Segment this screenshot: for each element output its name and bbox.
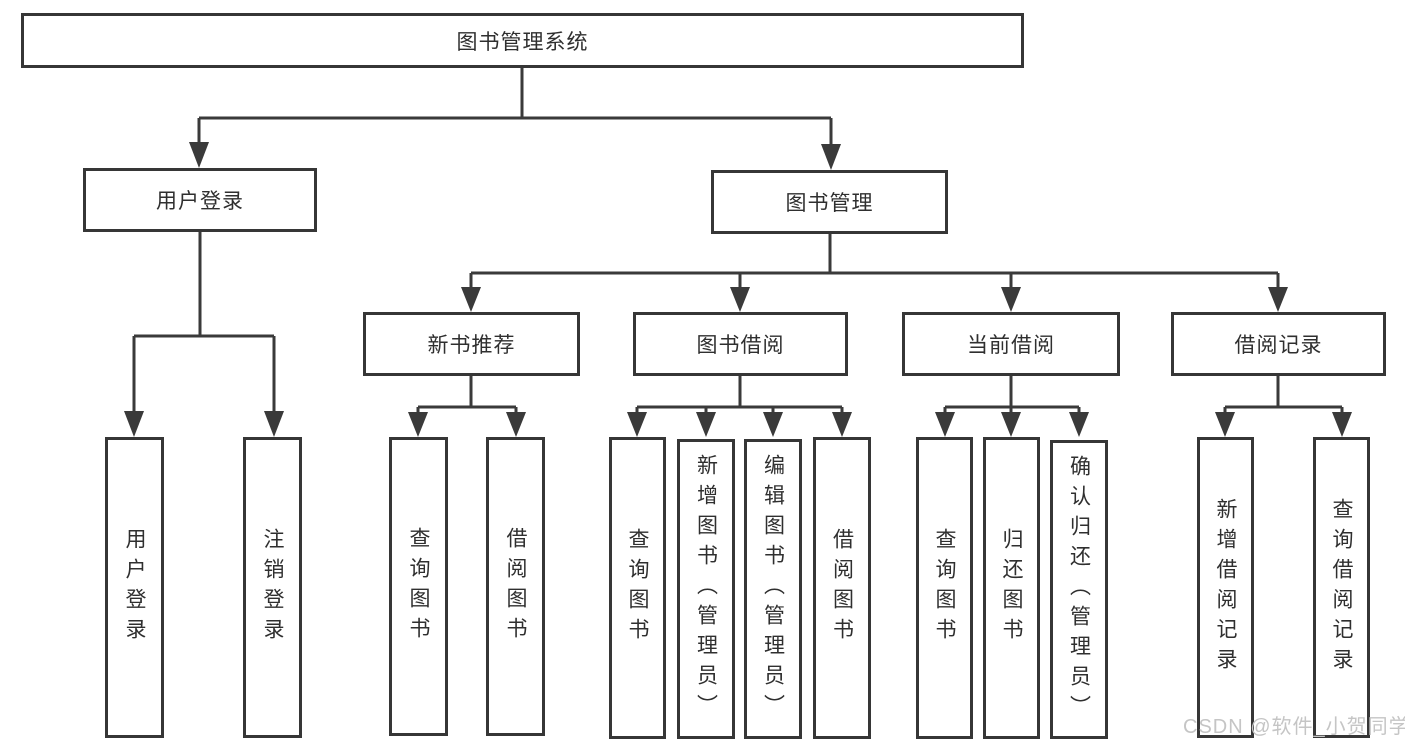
- node-label: 查询图书: [933, 528, 956, 648]
- node-label: 当前借阅: [967, 334, 1055, 357]
- node-label: 图书管理系统: [456, 30, 589, 54]
- node-add-books-admin: 新增图书（管理员）: [677, 439, 735, 739]
- node-borrow-books-recommend: 借阅图书: [486, 437, 545, 736]
- node-label: 图书借阅: [696, 334, 785, 357]
- csdn-watermark: CSDN @软件_小贺同学: [1183, 716, 1405, 738]
- node-label: 注销登录: [261, 527, 284, 648]
- node-label: 归还图书: [1000, 528, 1023, 648]
- node-label: 图书管理: [785, 192, 874, 215]
- node-borrow-books-borrowing: 借阅图书: [813, 437, 871, 739]
- node-label: 借阅记录: [1234, 334, 1323, 357]
- node-label: 借阅图书: [830, 528, 854, 648]
- node-book-management-system: 图书管理系统: [21, 13, 1024, 68]
- node-book-borrowing: 图书借阅: [633, 312, 848, 376]
- node-search-books-recommend: 查询图书: [389, 437, 448, 736]
- node-book-management: 图书管理: [711, 170, 948, 234]
- node-label: 查询图书: [407, 526, 430, 647]
- node-search-books-current: 查询图书: [916, 437, 973, 739]
- node-search-books-borrowing: 查询图书: [609, 437, 666, 739]
- node-label: 用户登录: [156, 190, 244, 213]
- node-label: 借阅图书: [504, 526, 527, 647]
- node-label: 编辑图书（管理员）: [761, 454, 785, 724]
- node-user-login-action: 用户登录: [105, 437, 164, 738]
- node-logout-action: 注销登录: [243, 437, 302, 738]
- node-label: 用户登录: [123, 527, 146, 648]
- node-current-borrowing: 当前借阅: [902, 312, 1120, 376]
- node-label: 查询借阅记录: [1330, 497, 1353, 678]
- node-label: 新增图书（管理员）: [694, 454, 718, 724]
- node-label: 查询图书: [626, 528, 649, 648]
- node-search-borrow-record: 查询借阅记录: [1313, 437, 1370, 738]
- node-edit-books-admin: 编辑图书（管理员）: [744, 439, 802, 739]
- node-borrowing-records: 借阅记录: [1171, 312, 1386, 376]
- node-return-books: 归还图书: [983, 437, 1040, 739]
- node-confirm-return-admin: 确认归还（管理员）: [1050, 440, 1108, 739]
- connector-segments: [132, 68, 1344, 414]
- arrowheads: [124, 142, 1352, 437]
- node-user-login: 用户登录: [83, 168, 317, 232]
- node-label: 新书推荐: [427, 334, 516, 357]
- node-label: 新增借阅记录: [1214, 497, 1237, 678]
- node-new-book-recommendation: 新书推荐: [363, 312, 580, 376]
- node-add-borrow-record: 新增借阅记录: [1197, 437, 1254, 738]
- node-label: 确认归还（管理员）: [1067, 454, 1091, 725]
